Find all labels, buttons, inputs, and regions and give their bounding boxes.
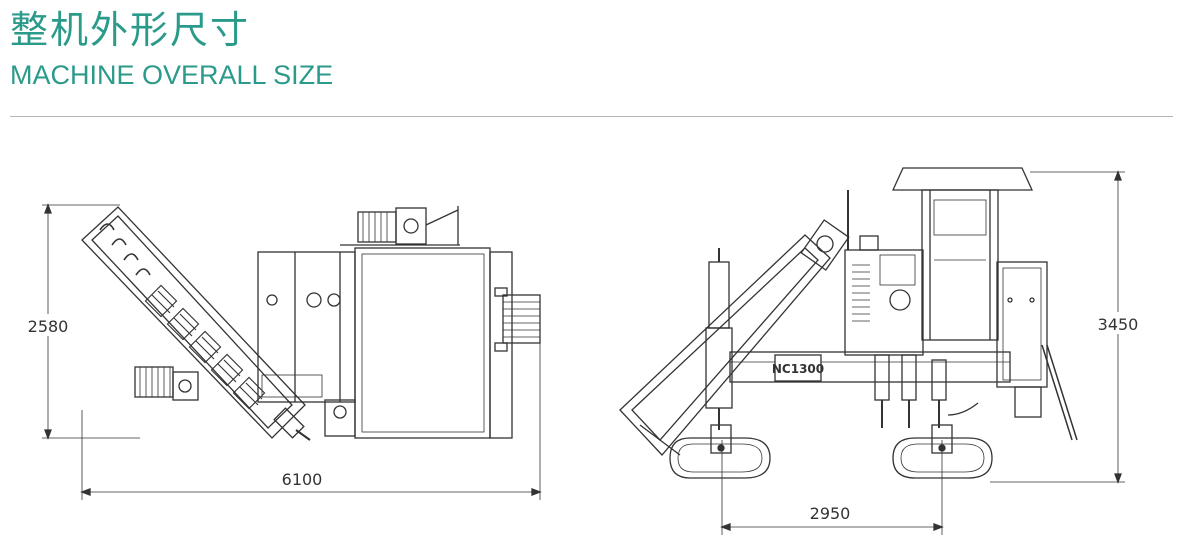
front-height-label: 3450 — [1098, 315, 1139, 334]
front-boom — [619, 219, 850, 456]
front-left-track — [669, 424, 771, 479]
front-frame-beam: NC1300 — [729, 351, 1011, 383]
height-dimension-right: 3450 — [990, 170, 1142, 484]
front-left-mast — [705, 248, 733, 430]
track-width-label: 2950 — [810, 504, 851, 523]
side-cabin — [257, 251, 356, 403]
inclined-boom — [81, 206, 311, 441]
header-divider — [10, 116, 1173, 117]
front-main-body — [844, 190, 924, 356]
front-right-track — [892, 424, 993, 479]
side-view: 2580 6100 — [26, 203, 542, 500]
page-title-chinese: 整机外形尺寸 — [10, 8, 251, 52]
side-length-label: 6100 — [282, 470, 323, 489]
track-width-dimension: 2950 — [720, 440, 944, 535]
side-height-label: 2580 — [28, 317, 69, 336]
height-dimension-left: 2580 — [26, 203, 140, 440]
length-dimension: 6100 — [80, 300, 542, 500]
side-rear-grille — [494, 287, 541, 352]
side-undercarriage — [324, 399, 356, 437]
front-cylinders — [874, 354, 979, 428]
side-cooler — [134, 366, 199, 401]
front-view: 3450 2950 — [619, 167, 1142, 535]
front-engine-block — [996, 261, 1078, 441]
front-canopy — [891, 167, 1034, 341]
side-rear-cabinet — [354, 247, 513, 439]
side-top-unit — [340, 206, 460, 246]
model-label: NC1300 — [772, 362, 824, 376]
page-title-english: MACHINE OVERALL SIZE — [10, 60, 334, 90]
